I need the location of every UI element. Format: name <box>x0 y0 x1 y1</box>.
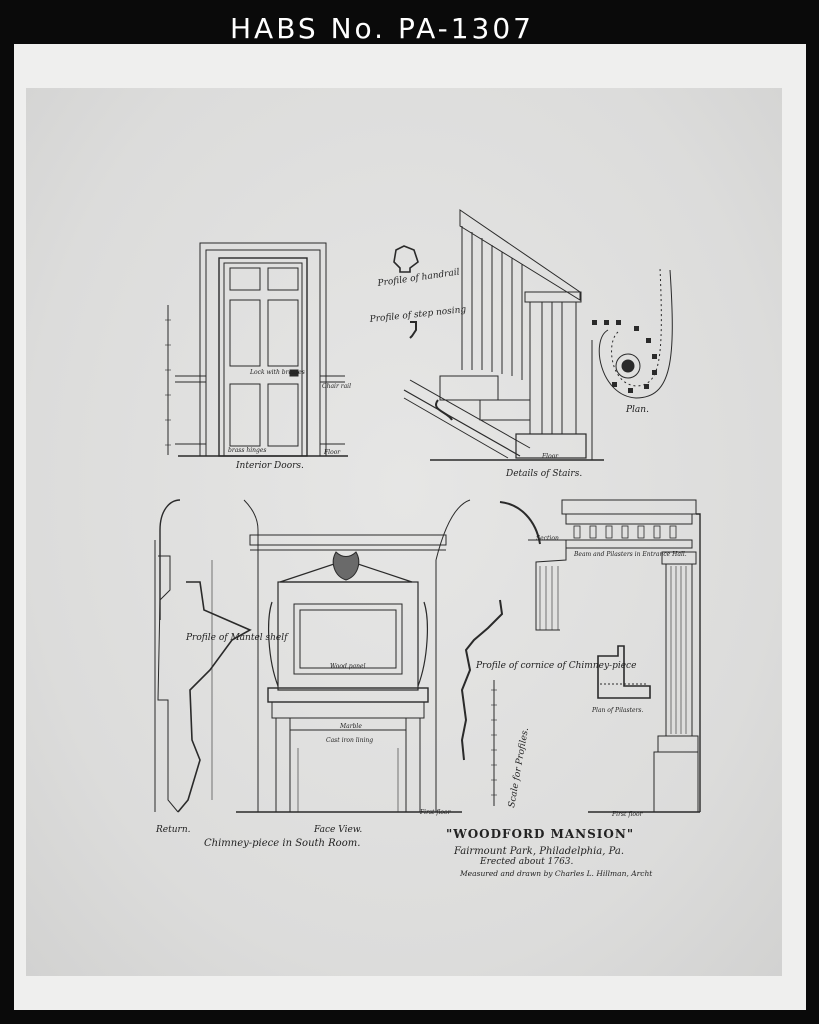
label-chair-rail: Chair rail <box>322 383 351 390</box>
drawing-sheet <box>26 88 782 976</box>
label-profile-handrail: Profile of handrail <box>376 268 460 290</box>
label-profile-cornice: Profile of cornice of Chimney-piece <box>475 661 636 671</box>
caption-face-view: Face View. <box>313 825 362 835</box>
title-block-erected: Erected about 1763. <box>479 857 574 867</box>
label-marble: Marble <box>339 723 362 730</box>
label-first-floor-chimney: First floor <box>419 809 452 816</box>
label-beam-pilasters: Beam and Pilasters in Entrance Hall. <box>573 551 687 558</box>
chimney-piece-elevation <box>154 499 471 813</box>
stair-details <box>393 209 604 461</box>
title-block-credit: Measured and drawn by Charles L. Hillman… <box>459 869 653 878</box>
caption-details-of-stairs: Details of Stairs. <box>505 469 582 479</box>
label-cast-iron: Cast iron lining <box>326 737 373 744</box>
label-profile-step-nosing: Profile of step nosing <box>368 305 467 325</box>
label-wood-panel: Wood panel <box>330 663 366 670</box>
label-hinges: brass hinges <box>228 447 266 454</box>
caption-interior-doors: Interior Doors. <box>235 461 304 471</box>
label-section: Section <box>536 535 559 542</box>
beam-and-pilasters <box>499 499 701 813</box>
survey-number: HABS No. PA-1307 <box>230 12 534 45</box>
interior-door-elevation <box>165 242 348 457</box>
title-block-location: Fairmount Park, Philadelphia, Pa. <box>453 846 624 857</box>
caption-return: Return. <box>155 825 191 835</box>
label-plan-of-pilasters: Plan of Pilasters. <box>591 707 643 714</box>
label-lock: Lock with brasses <box>249 369 305 376</box>
label-scale-for-profiles: Scale for Profiles. <box>507 727 531 809</box>
title-block-title: "WOODFORD MANSION" <box>446 827 634 841</box>
label-profile-mantel-shelf: Profile of Mantel shelf <box>185 633 289 643</box>
stair-plan <box>592 267 673 399</box>
label-floor-stairs: Floor <box>541 453 559 460</box>
caption-plan: Plan. <box>625 405 649 415</box>
label-floor-door: Floor <box>323 449 341 456</box>
cornice-profile <box>460 599 504 806</box>
label-first-floor-hall: First floor <box>611 811 644 818</box>
caption-chimney-piece: Chimney-piece in South Room. <box>204 838 360 849</box>
